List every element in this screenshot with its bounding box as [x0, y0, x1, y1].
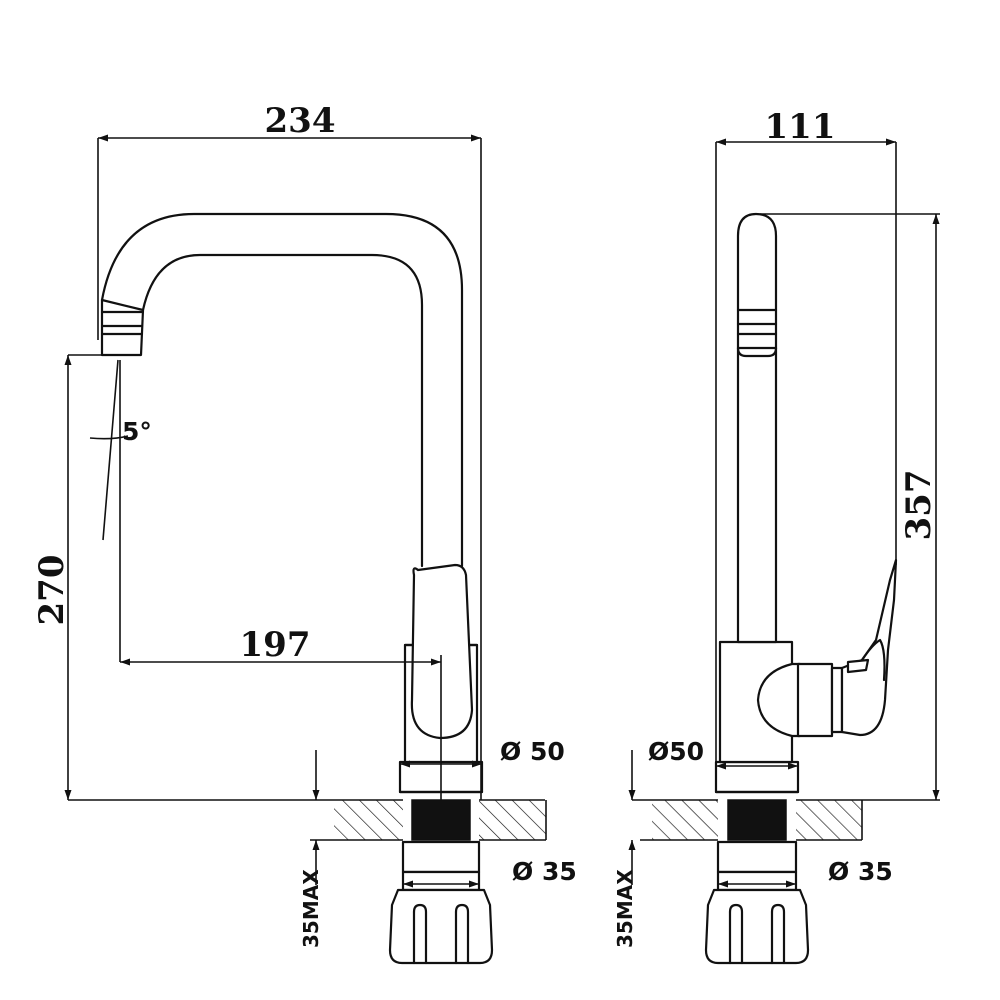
dim-side-height: 357	[760, 213, 940, 800]
side-cartridge-housing	[756, 662, 802, 738]
dim-side-shank-dia: Ø 35	[718, 857, 893, 888]
dim-reach-label: 197	[240, 625, 311, 665]
spout-pipe	[100, 212, 464, 568]
side-aerator	[736, 308, 778, 358]
dim-side-base-dia: Ø50	[648, 737, 798, 770]
dim-depth: 111	[715, 107, 897, 790]
dim-angle-label: 5°	[122, 417, 152, 446]
side-mounting-nut	[704, 888, 810, 965]
dim-shank-dia-label: Ø 35	[512, 857, 577, 886]
side-spout	[736, 212, 778, 644]
dim-width-label: 234	[265, 101, 336, 141]
dim-shank-dia: Ø 35	[403, 857, 577, 888]
side-view: 111 357 Ø50 Ø 35 35MAX	[613, 107, 940, 965]
dim-width: 234	[97, 101, 482, 800]
dim-base-dia: Ø 50	[400, 737, 565, 768]
side-threaded-shank	[727, 799, 787, 841]
dim-angle: 5°	[89, 359, 152, 541]
aerator	[100, 298, 145, 357]
side-shank-flange	[716, 870, 798, 892]
dim-height-label: 270	[32, 555, 72, 626]
side-shank-lower	[716, 840, 798, 874]
lever-handle[interactable]	[410, 563, 474, 740]
dim-side-base-dia-label: Ø50	[648, 737, 704, 766]
dim-max-thickness-label: 35MAX	[299, 869, 323, 948]
shank-lower	[401, 840, 481, 874]
front-view: 234 270 197 5° Ø 50 Ø 35	[32, 101, 577, 965]
dim-side-shank-dia-label: Ø 35	[828, 857, 893, 886]
dim-depth-label: 111	[765, 107, 836, 147]
threaded-shank	[411, 799, 471, 841]
dim-max-thickness: 35MAX	[299, 750, 334, 948]
dim-side-height-label: 357	[899, 470, 939, 541]
shank-flange	[401, 870, 481, 892]
dim-side-max-thickness-label: 35MAX	[613, 869, 637, 948]
dim-base-dia-label: Ø 50	[500, 737, 565, 766]
side-lever-handle[interactable]	[840, 558, 898, 737]
dim-reach: 197	[119, 360, 442, 800]
dim-height: 270	[32, 354, 118, 800]
mounting-nut	[388, 888, 494, 965]
dim-side-max-thickness: 35MAX	[613, 750, 637, 948]
